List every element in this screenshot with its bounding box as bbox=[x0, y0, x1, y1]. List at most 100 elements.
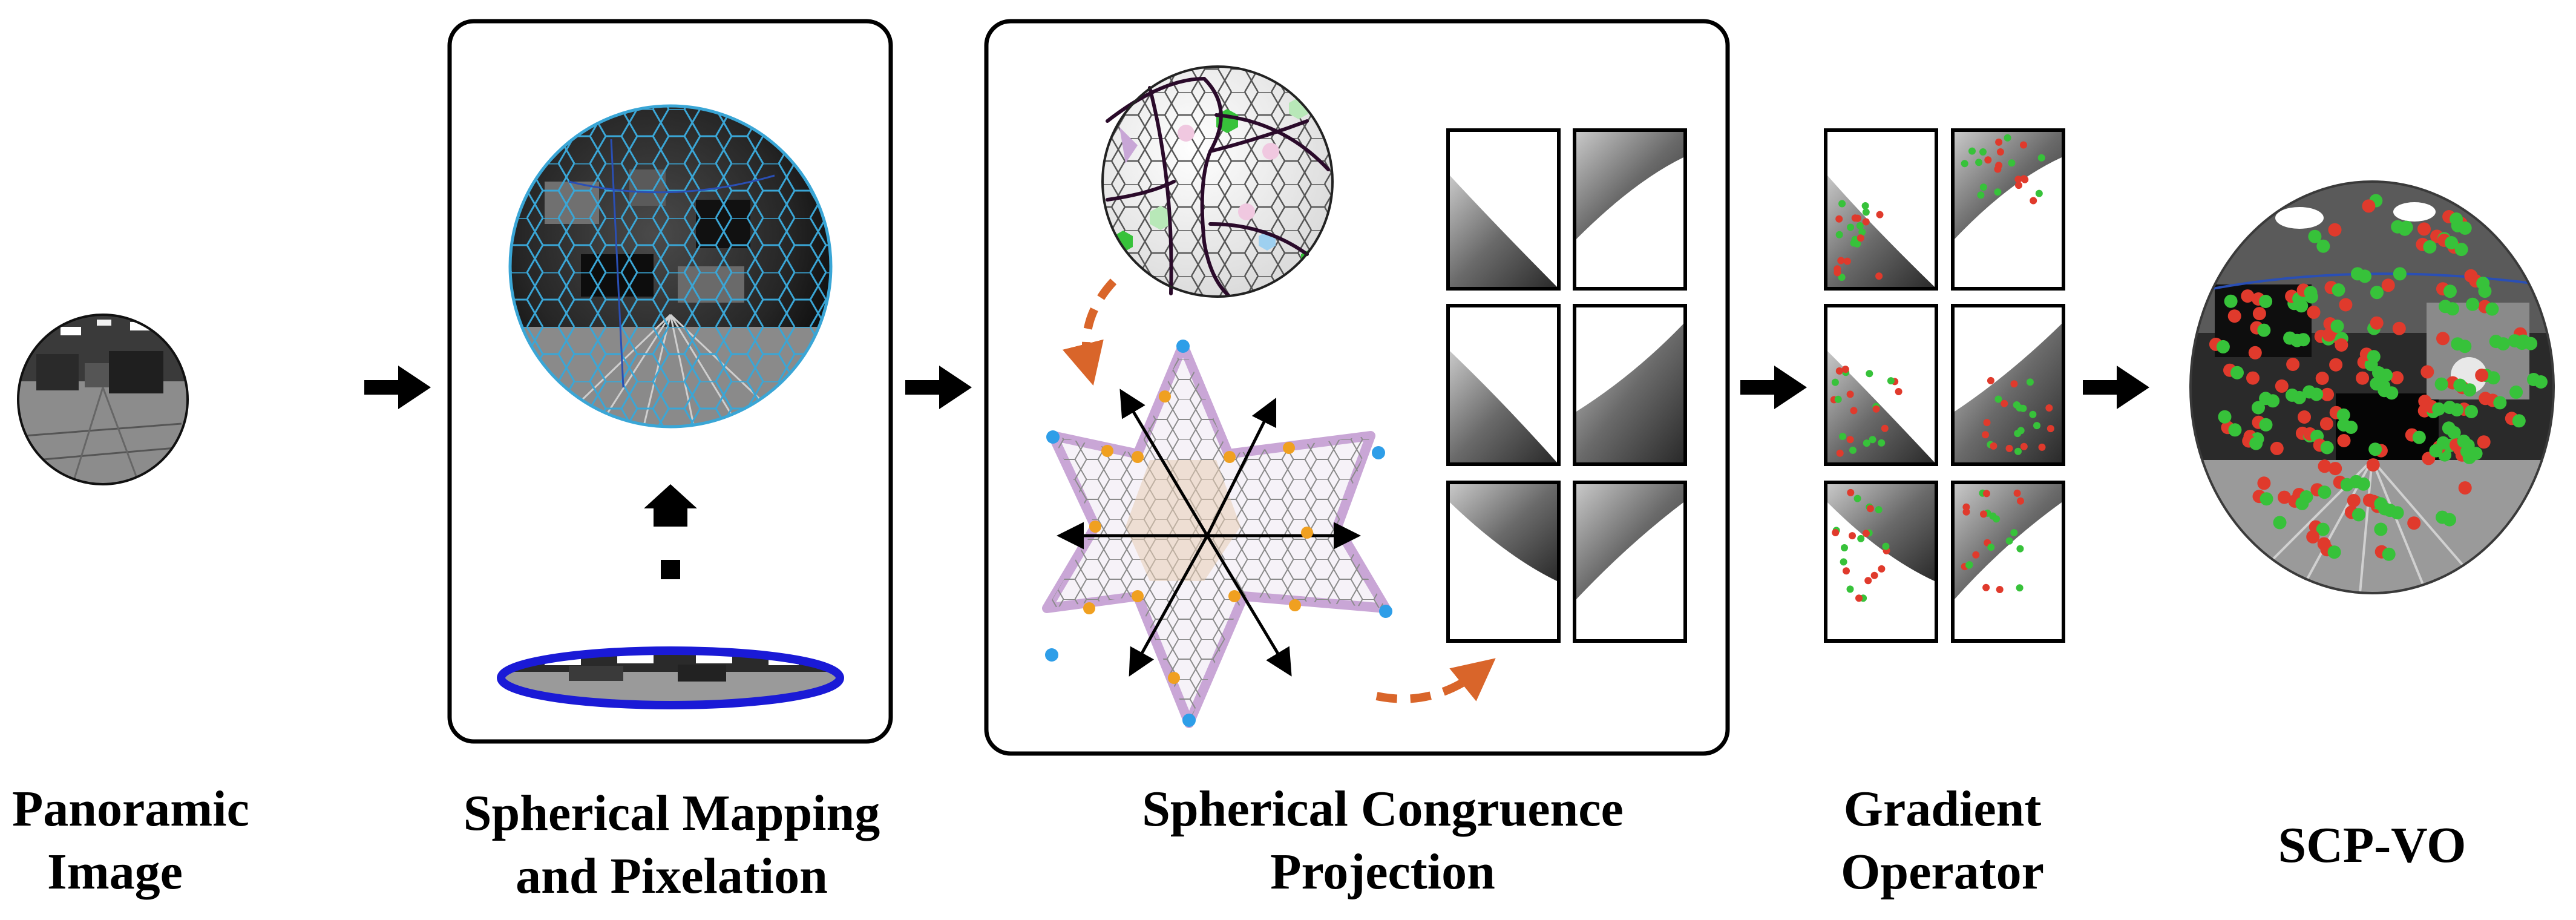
feature-point bbox=[2318, 459, 2332, 473]
right-arrow-icon bbox=[1740, 366, 1807, 409]
feature-point bbox=[2356, 371, 2370, 385]
feature-point bbox=[2014, 176, 2022, 183]
feature-point bbox=[2252, 307, 2266, 321]
feature-point bbox=[1849, 532, 1856, 540]
feature-point bbox=[1968, 147, 1976, 155]
feature-point bbox=[1979, 148, 1987, 156]
feature-point bbox=[2379, 369, 2393, 382]
feature-point bbox=[1994, 395, 2002, 403]
feature-point bbox=[2485, 302, 2499, 316]
feature-point bbox=[2390, 371, 2404, 385]
feature-point bbox=[1838, 274, 1846, 281]
label-spherical-mapping: Spherical Mapping and Pixelation bbox=[442, 782, 902, 908]
feature-point bbox=[2017, 427, 2025, 435]
feature-point bbox=[2004, 134, 2011, 142]
feature-point bbox=[1835, 367, 1843, 375]
feature-point bbox=[1863, 439, 1870, 447]
feature-point bbox=[2374, 522, 2388, 536]
patch-1-2 bbox=[1573, 128, 1687, 291]
feature-point bbox=[2340, 478, 2354, 491]
feature-point bbox=[1962, 508, 1970, 516]
feature-point bbox=[2273, 516, 2287, 530]
feature-point bbox=[2370, 286, 2384, 300]
feature-point bbox=[2010, 529, 2018, 537]
label-scp-vo: SCP-VO bbox=[2251, 814, 2493, 877]
feature-point bbox=[1972, 551, 1980, 559]
feature-point bbox=[2335, 338, 2348, 352]
feature-point bbox=[2257, 323, 2271, 337]
feature-point bbox=[2418, 395, 2432, 408]
feature-point bbox=[2370, 316, 2384, 330]
feature-point bbox=[2509, 385, 2523, 399]
feature-point bbox=[2464, 269, 2478, 283]
feature-point bbox=[2320, 441, 2334, 455]
feature-point bbox=[2014, 447, 2022, 455]
feature-point bbox=[1876, 211, 1884, 218]
feature-point bbox=[2466, 297, 2480, 311]
feature-point bbox=[2047, 425, 2054, 433]
feature-point bbox=[2367, 350, 2381, 364]
feature-point bbox=[1866, 370, 1873, 378]
pixelated-sphere bbox=[508, 104, 833, 429]
feature-point bbox=[2306, 530, 2320, 544]
feature-point bbox=[2352, 508, 2365, 522]
feature-point bbox=[2469, 447, 2483, 461]
feature-point bbox=[2020, 141, 2027, 149]
dashed-curve-arrow-icon bbox=[1062, 278, 1117, 386]
feature-point bbox=[2037, 154, 2045, 162]
feature-point bbox=[2434, 377, 2448, 391]
feature-point bbox=[2390, 506, 2404, 520]
feature-point bbox=[2447, 426, 2461, 439]
right-arrow-icon bbox=[2083, 366, 2149, 409]
feature-point bbox=[1872, 405, 1880, 413]
feature-point bbox=[2336, 408, 2350, 422]
feature-point bbox=[2477, 435, 2491, 449]
feature-point bbox=[2407, 516, 2421, 530]
feature-point bbox=[2248, 346, 2262, 360]
feature-point bbox=[1835, 215, 1843, 223]
feature-point bbox=[2328, 223, 2342, 237]
label-line-2: and Pixelation bbox=[516, 848, 828, 904]
feature-point bbox=[1878, 565, 1886, 573]
feature-point bbox=[2347, 494, 2361, 507]
feature-point bbox=[1847, 223, 1855, 231]
feature-point bbox=[2259, 418, 2273, 432]
feature-point bbox=[2035, 189, 2043, 197]
feature-point bbox=[1881, 424, 1889, 432]
patch-2-1 bbox=[1446, 304, 1561, 466]
feature-point bbox=[2412, 430, 2426, 444]
feature-point bbox=[2486, 371, 2500, 385]
feature-point bbox=[2358, 269, 2371, 283]
feature-point bbox=[2374, 497, 2388, 511]
feature-point bbox=[2230, 366, 2244, 380]
feature-point bbox=[1849, 446, 1857, 454]
label-line-1: SCP-VO bbox=[2278, 817, 2466, 873]
feature-point bbox=[2417, 222, 2431, 236]
feature-point bbox=[1855, 594, 1863, 602]
feature-point bbox=[1996, 148, 2004, 156]
feature-point bbox=[2005, 537, 2013, 545]
feature-point bbox=[2316, 239, 2330, 253]
feature-point bbox=[2534, 375, 2548, 389]
feature-point bbox=[2496, 337, 2510, 351]
feature-point bbox=[2458, 340, 2472, 353]
feature-point bbox=[2330, 320, 2344, 333]
feature-point bbox=[2321, 387, 2335, 401]
feature-point bbox=[2446, 302, 2459, 316]
feature-point bbox=[1869, 436, 1876, 444]
feature-point bbox=[1851, 214, 1859, 222]
feature-point bbox=[2016, 584, 2024, 592]
feature-point bbox=[2016, 545, 2024, 553]
patch-2-2 bbox=[1573, 304, 1687, 466]
feature-point bbox=[2322, 328, 2336, 342]
feature-point bbox=[2315, 372, 2329, 385]
label-line-1: Spherical Congruence bbox=[1142, 781, 1624, 837]
feature-point bbox=[1840, 558, 1847, 566]
feature-point bbox=[2329, 358, 2343, 372]
feature-point bbox=[2001, 399, 2008, 407]
feature-point bbox=[2278, 490, 2291, 504]
feature-point bbox=[2432, 402, 2445, 416]
feature-point bbox=[2257, 476, 2271, 490]
feature-point bbox=[2356, 477, 2370, 491]
unfolded-star-map bbox=[1042, 340, 1392, 728]
